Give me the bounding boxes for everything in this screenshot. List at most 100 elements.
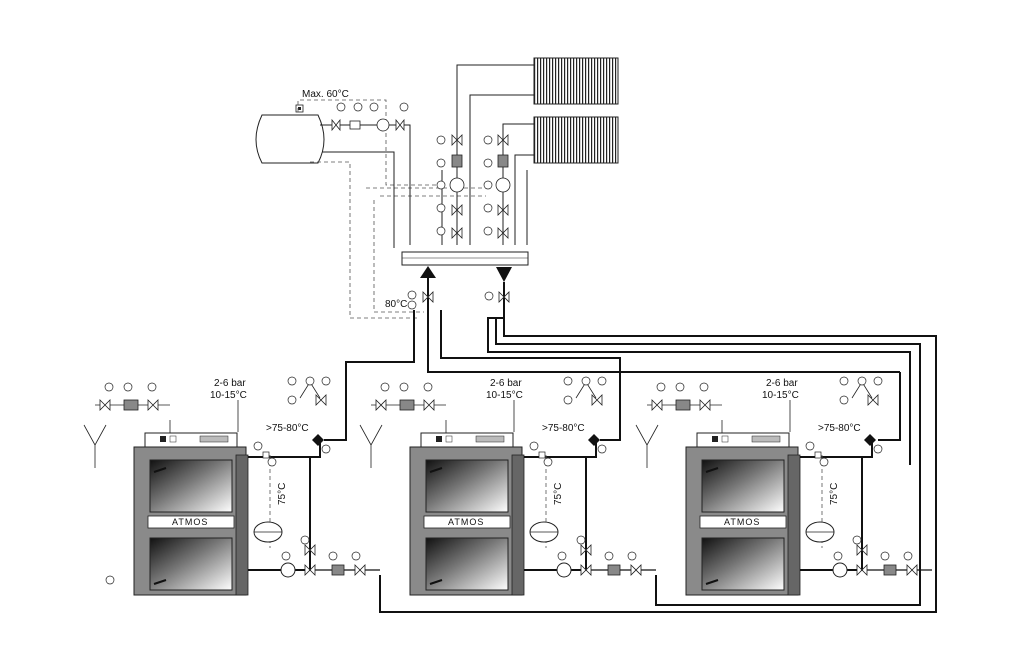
safety-valve-icon [315, 394, 327, 406]
boiler-return-pipe [524, 457, 587, 571]
radiator-upper [533, 57, 619, 105]
boiler-display [475, 435, 505, 443]
boiler-nameplate [699, 515, 787, 529]
tank-outlet-line [320, 124, 411, 248]
boiler-pressure-label: 2-6 bar [214, 378, 246, 389]
component-marker [300, 535, 310, 545]
component-marker [104, 382, 114, 392]
component-marker [699, 382, 709, 392]
boiler-display [199, 435, 229, 443]
door-handle-icon [153, 579, 167, 585]
boiler-brand-label: ATMOS [724, 517, 760, 527]
component-marker [597, 444, 607, 454]
filter-icon [883, 564, 897, 576]
storage-tank [255, 114, 325, 164]
component-marker [147, 382, 157, 392]
boiler-upper-door [425, 459, 509, 513]
drain-funnel-icon [635, 424, 659, 468]
component-marker [873, 444, 883, 454]
boiler-return-label: >75-80°C [266, 423, 309, 434]
boiler-switch-icon [436, 436, 442, 442]
bypass-valve-icon [304, 544, 316, 556]
component-marker [604, 551, 614, 561]
component-markers-upper [336, 102, 494, 310]
component-marker [903, 551, 913, 561]
component-marker [805, 441, 815, 451]
boiler-temp-range-label: 10-15°C [762, 390, 799, 401]
door-handle-icon [429, 467, 443, 473]
boiler-supply-pipe [524, 440, 597, 458]
boiler-return-label: >75-80°C [542, 423, 585, 434]
boiler-vertical-temp-label: 75°C [277, 483, 288, 505]
mixing-valve-icon [580, 564, 592, 576]
component-marker [627, 551, 637, 561]
inlet-valve-2-icon [423, 399, 435, 411]
circulation-pump-icon [556, 562, 572, 578]
component-marker [351, 551, 361, 561]
component-marker [281, 551, 291, 561]
mixing-valve-icon [304, 564, 316, 576]
component-marker [675, 382, 685, 392]
radiator-lower [533, 116, 619, 164]
door-handle-icon [153, 467, 167, 473]
component-marker [123, 382, 133, 392]
component-marker [839, 376, 849, 386]
component-marker [321, 376, 331, 386]
distribution-header [401, 251, 529, 266]
temp-sensor-icon [262, 451, 270, 459]
ball-valve-icon [906, 564, 918, 576]
boiler-gauge-icon [721, 435, 729, 443]
gauge-icon [839, 395, 849, 405]
drain-funnel-icon [83, 424, 107, 468]
safety-valve-icon [591, 394, 603, 406]
boiler-side-panel [235, 454, 249, 596]
safety-valve-icon [867, 394, 879, 406]
component-marker [857, 376, 867, 386]
component-marker [819, 457, 829, 467]
component-marker [581, 376, 591, 386]
door-handle-icon [705, 579, 719, 585]
filter-icon [607, 564, 621, 576]
boiler-return-pipe [248, 457, 311, 571]
boiler-switch-icon [160, 436, 166, 442]
drain-funnel-icon [359, 424, 383, 468]
component-marker [880, 551, 890, 561]
filter-icon [331, 564, 345, 576]
temp-sensor-icon [814, 451, 822, 459]
component-marker [563, 376, 573, 386]
component-marker [399, 382, 409, 392]
component-marker [656, 382, 666, 392]
circulation-pump-icon [832, 562, 848, 578]
boiler-display [751, 435, 781, 443]
component-marker [305, 376, 315, 386]
boiler-upper-door [701, 459, 785, 513]
radiator-valve-group [422, 134, 511, 303]
inlet-valve-icon [651, 399, 663, 411]
component-marker [287, 376, 297, 386]
check-valve-icon [312, 434, 324, 446]
ball-valve-icon [354, 564, 366, 576]
boiler-switch-icon [712, 436, 718, 442]
circulation-pump-icon [280, 562, 296, 578]
boiler-vertical-temp-label: 75°C [553, 483, 564, 505]
ball-valve-icon [630, 564, 642, 576]
component-marker [253, 441, 263, 451]
component-marker [873, 376, 883, 386]
boiler-lower-door [701, 537, 785, 591]
boiler-supply-pipe [248, 440, 321, 458]
inlet-filter-icon [123, 399, 139, 411]
flow-arrow-down-icon [496, 267, 512, 282]
inlet-valve-icon [99, 399, 111, 411]
boiler-brand-label: ATMOS [448, 517, 484, 527]
boiler-pressure-label: 2-6 bar [490, 378, 522, 389]
gauge-icon [287, 395, 297, 405]
component-marker [557, 551, 567, 561]
boiler-temp-range-label: 10-15°C [486, 390, 523, 401]
inlet-valve-2-icon [699, 399, 711, 411]
boiler-gauge-icon [169, 435, 177, 443]
